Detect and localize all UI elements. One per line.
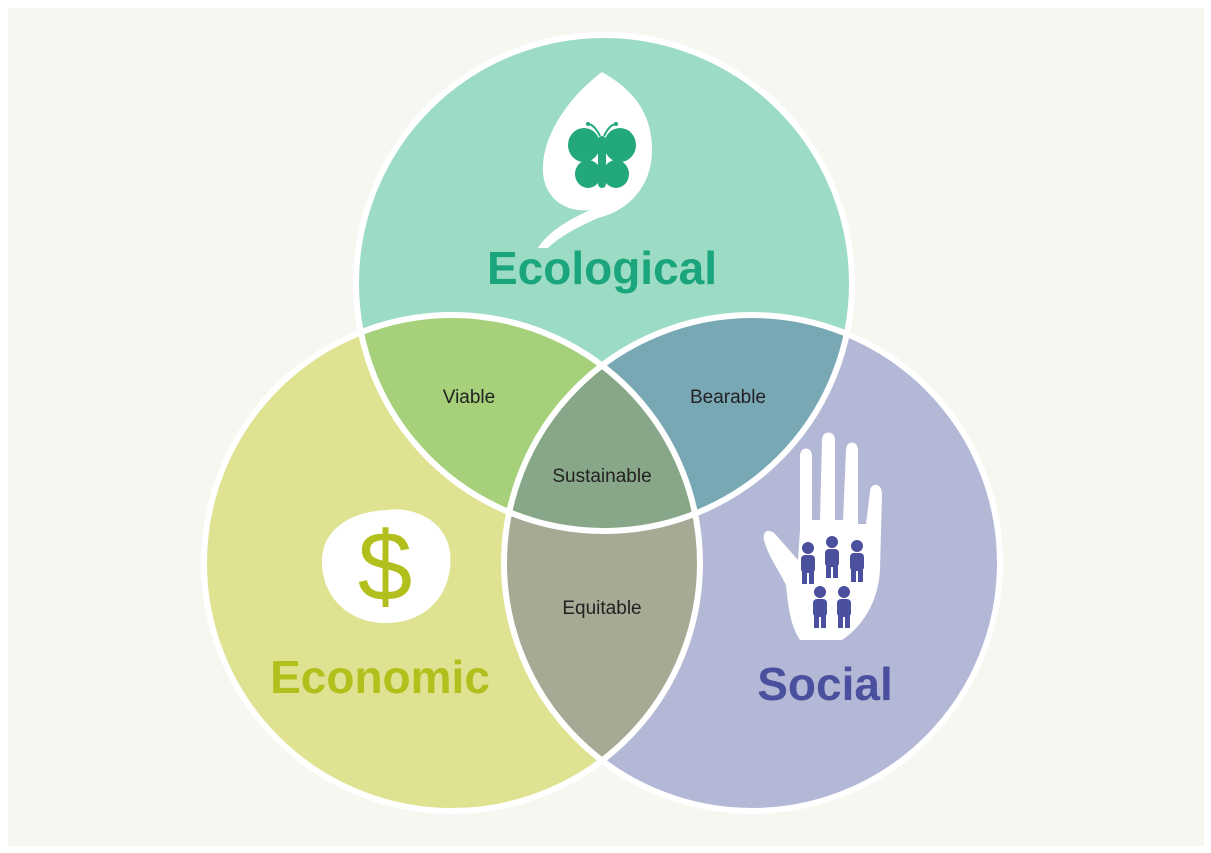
social-label: Social	[757, 658, 893, 710]
circle-outlines	[201, 32, 1003, 814]
bearable-label: Bearable	[690, 387, 766, 408]
equitable-label: Equitable	[562, 598, 641, 619]
sustainable-region	[504, 315, 700, 531]
leaf-butterfly-icon	[538, 72, 652, 248]
hand-people-icon	[763, 432, 882, 640]
viable-label: Viable	[443, 387, 495, 408]
dollar-icon: $	[322, 509, 451, 624]
ecological-label: Ecological	[487, 242, 717, 294]
economic-label: Economic	[270, 651, 490, 703]
sustainable-label: Sustainable	[552, 466, 651, 487]
dollar-glyph: $	[358, 511, 413, 621]
